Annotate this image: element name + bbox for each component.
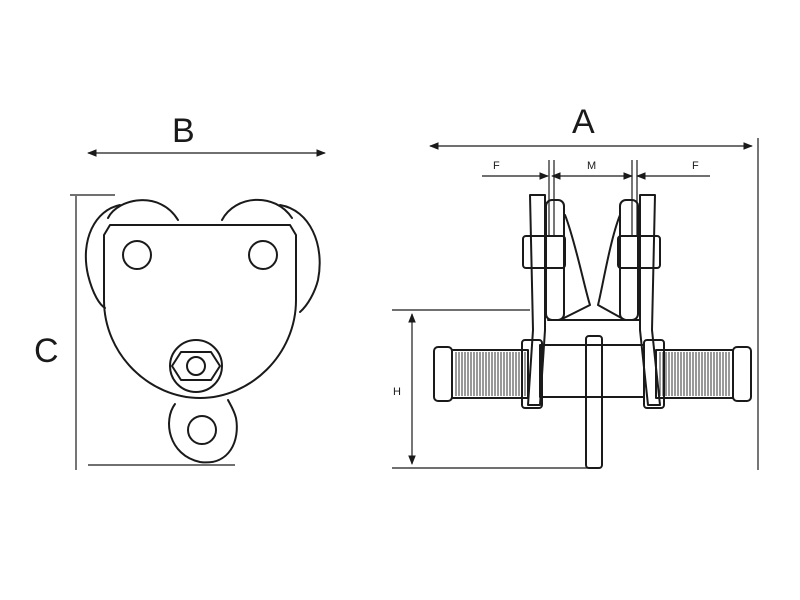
center-nut	[169, 339, 223, 393]
right-wheel	[279, 204, 321, 313]
left-threaded-end	[433, 346, 529, 402]
dimension-h-label: H	[393, 386, 401, 398]
side-view: B C	[34, 112, 326, 470]
left-side-plate	[527, 194, 546, 406]
cross-shaft	[539, 344, 645, 398]
right-threaded-end	[655, 346, 752, 402]
plate-hole-right	[248, 240, 278, 270]
dimension-b-label: B	[172, 112, 195, 150]
dimension-f-left-label: F	[493, 160, 500, 172]
right-side-plate	[639, 194, 661, 406]
right-inner-nut	[643, 339, 665, 409]
beam-flange	[559, 214, 626, 321]
dimension-m-label: M	[587, 160, 596, 172]
left-hub	[522, 235, 566, 269]
dimension-c-label: C	[34, 332, 59, 370]
right-wheel-front	[619, 199, 639, 321]
plate-hole-left	[122, 240, 152, 270]
right-hub	[617, 235, 661, 269]
center-hanger	[585, 335, 603, 469]
dimension-a-label: A	[572, 103, 595, 141]
left-wheel-top	[107, 199, 179, 221]
left-wheel	[84, 204, 121, 309]
front-view: A F M F H	[392, 103, 759, 470]
lifting-eye	[168, 399, 238, 464]
left-inner-nut	[521, 339, 543, 409]
dimension-f-right-label: F	[692, 160, 699, 172]
side-plate	[103, 224, 297, 399]
right-wheel-top	[221, 198, 293, 221]
